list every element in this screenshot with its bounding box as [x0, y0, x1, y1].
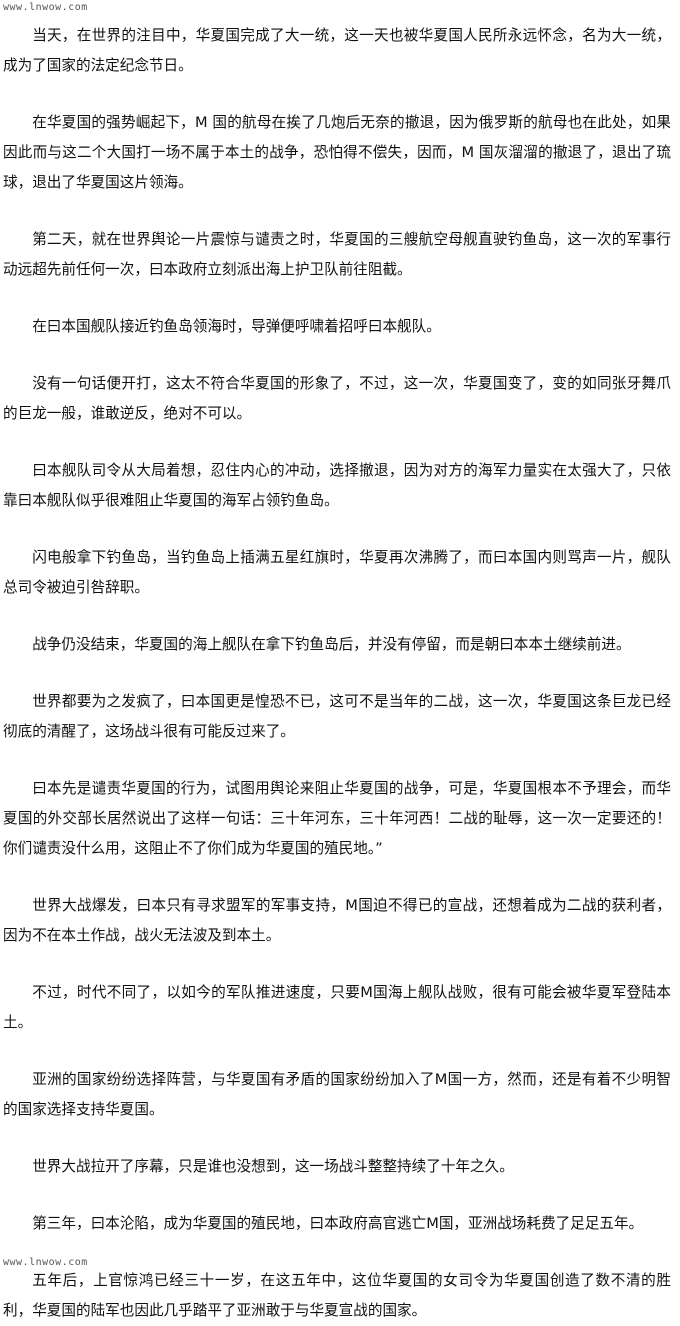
paragraph: 亚洲的国家纷纷选择阵营，与华夏国有矛盾的国家纷纷加入了M国一方，然而，还是有着不… — [3, 1071, 671, 1118]
paragraph: 闪电般拿下钓鱼岛，当钓鱼岛上插满五星红旗时，华夏再次沸腾了，而曰本国内则骂声一片… — [3, 549, 671, 596]
paragraph: 世界大战爆发，曰本只有寻求盟军的军事支持，M国迫不得已的宣战，还想着成为二战的获… — [3, 897, 671, 944]
watermark-bottom: www.lnwow.com — [3, 1257, 88, 1268]
paragraph: 曰本舰队司令从大局着想，忍住内心的冲动，选择撤退，因为对方的海军力量实在太强大了… — [3, 462, 671, 509]
paragraph: 第三年，曰本沦陷，成为华夏国的殖民地，曰本政府高官逃亡M国，亚洲战场耗费了足足五… — [32, 1215, 644, 1232]
paragraph: 五年后，上官惊鸿已经三十一岁，在这五年中，这位华夏国的女司令为华夏国创造了数不清… — [3, 1272, 671, 1319]
paragraph: 在华夏国的强势崛起下，M 国的航母在挨了几炮后无奈的撤退，因为俄罗斯的航母也在此… — [3, 114, 671, 191]
watermark-top: www.lnwow.com — [3, 2, 88, 13]
paragraph: 当天，在世界的注目中，华夏国完成了大一统，这一天也被华夏国人民所永远怀念，名为大… — [3, 27, 671, 74]
paragraph: 不过，时代不同了，以如今的军队推进速度，只要M国海上舰队战败，很有可能会被华夏军… — [3, 984, 671, 1031]
article-body: 当天，在世界的注目中，华夏国完成了大一统，这一天也被华夏国人民所永远怀念，名为大… — [3, 21, 671, 1326]
paragraph: 世界大战拉开了序幕，只是谁也没想到，这一场战斗整整持续了十年之久。 — [32, 1158, 514, 1175]
paragraph: 曰本先是谴责华夏国的行为，试图用舆论来阻止华夏国的战争，可是，华夏国根本不予理会… — [3, 780, 671, 857]
paragraph: 没有一句话便开打，这太不符合华夏国的形象了，不过，这一次，华夏国变了，变的如同张… — [3, 375, 671, 422]
paragraph: 在曰本国舰队接近钓鱼岛领海时，导弹便呼啸着招呼曰本舰队。 — [32, 318, 441, 335]
paragraph: 世界都要为之发疯了，曰本国更是惶恐不已，这可不是当年的二战，这一次，华夏国这条巨… — [3, 693, 671, 740]
paragraph: 第二天，就在世界舆论一片震惊与谴责之时，华夏国的三艘航空母舰直驶钓鱼岛，这一次的… — [3, 231, 671, 278]
paragraph: 战争仍没结束，华夏国的海上舰队在拿下钓鱼岛后，并没有停留，而是朝曰本本土继续前进… — [32, 636, 631, 653]
